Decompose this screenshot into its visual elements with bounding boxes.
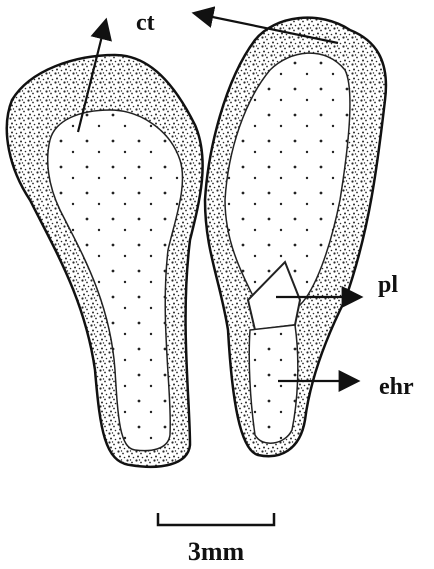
left-tooth-section [7, 55, 203, 467]
scale-bar: 3mm [158, 513, 274, 566]
ehr-body [249, 325, 298, 443]
label-pl: pl [378, 272, 398, 298]
right-tooth-section [205, 18, 386, 457]
scale-bar-label: 3mm [188, 537, 245, 566]
label-ehr: ehr [379, 374, 414, 400]
scale-bar-line [158, 513, 274, 525]
label-ct: ct [136, 10, 155, 36]
